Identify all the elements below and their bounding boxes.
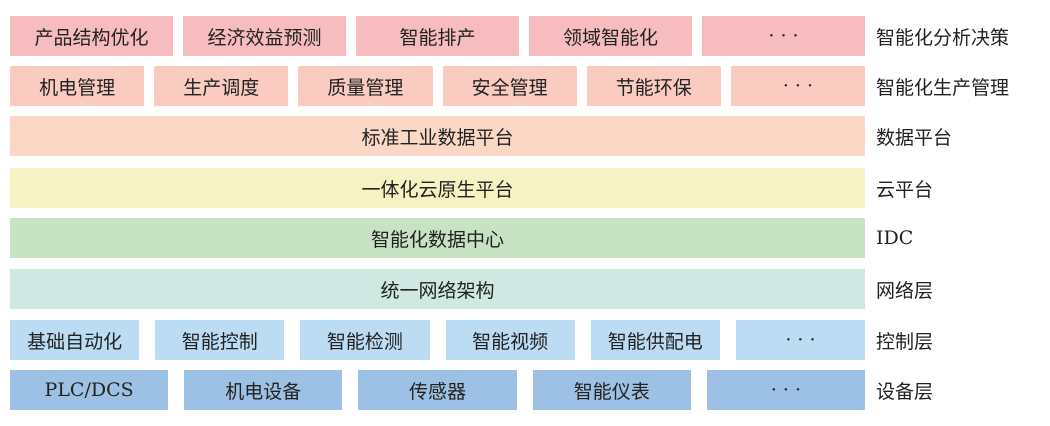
layer-cell: 智能仪表	[532, 370, 691, 410]
layer-cell: 经济效益预测	[183, 16, 346, 56]
layer-cell: 智能供配电	[590, 320, 720, 360]
layer-cell: 质量管理	[298, 66, 433, 106]
layer-cell: 生产调度	[154, 66, 289, 106]
layer-cell: 节能环保	[586, 66, 721, 106]
layer-control: 基础自动化 智能控制 智能检测 智能视频 智能供配电 · · ·	[10, 320, 866, 360]
layer-device: PLC/DCS 机电设备 传感器 智能仪表 · · ·	[10, 370, 866, 410]
layer-cell: 智能排产	[356, 16, 519, 56]
layer-cell-ellipsis: · · ·	[730, 66, 866, 106]
layer-cell: 基础自动化	[10, 320, 140, 360]
layer-label: 控制层	[876, 330, 934, 353]
layer-cell-ellipsis: · · ·	[735, 320, 866, 360]
layer-cell-ellipsis: · · ·	[702, 16, 865, 56]
layer-cell: 统一网络架构	[10, 269, 865, 309]
layer-cell: 智能控制	[155, 320, 285, 360]
layer-cell: PLC/DCS	[10, 370, 169, 410]
layer-cell: 产品结构优化	[10, 16, 173, 56]
layer-label: 智能化生产管理	[876, 76, 1010, 99]
layer-cell: 智能化数据中心	[10, 218, 865, 258]
layer-cell: 标准工业数据平台	[10, 116, 865, 156]
layer-network: 统一网络架构	[10, 269, 865, 309]
layer-cell: 机电管理	[10, 66, 145, 106]
layer-data-platform: 标准工业数据平台	[10, 116, 865, 156]
layer-production-management: 机电管理 生产调度 质量管理 安全管理 节能环保 · · ·	[10, 66, 866, 106]
layer-label: 智能化分析决策	[876, 26, 1010, 49]
layer-cell: 传感器	[358, 370, 517, 410]
layer-label: IDC	[876, 227, 914, 249]
layer-decision-analysis: 产品结构优化 经济效益预测 智能排产 领域智能化 · · ·	[10, 16, 865, 56]
layer-cell: 智能视频	[445, 320, 575, 360]
layer-label: 云平台	[876, 178, 934, 201]
layer-label: 数据平台	[876, 126, 953, 149]
layer-cell: 机电设备	[184, 370, 343, 410]
layer-cloud-platform: 一体化云原生平台	[10, 168, 865, 208]
layer-label: 设备层	[876, 380, 934, 403]
layer-cell: 领域智能化	[529, 16, 692, 56]
layer-label: 网络层	[876, 279, 934, 302]
layer-cell: 一体化云原生平台	[10, 168, 865, 208]
layer-cell: 安全管理	[442, 66, 577, 106]
layer-idc: 智能化数据中心	[10, 218, 865, 258]
layer-cell: 智能检测	[300, 320, 430, 360]
layer-cell-ellipsis: · · ·	[706, 370, 866, 410]
